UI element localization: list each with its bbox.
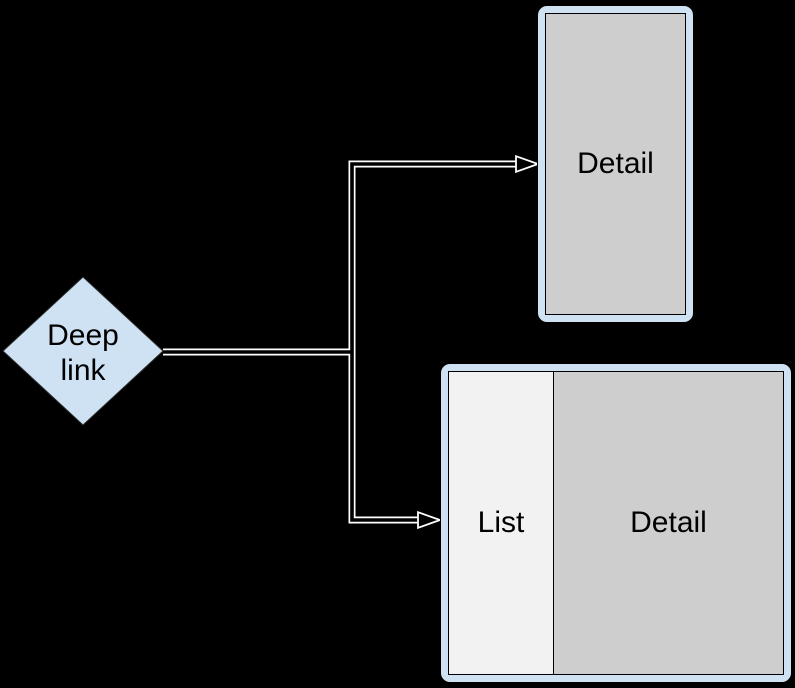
edge-to-list-detail-core xyxy=(350,352,418,522)
list-panel-label: List xyxy=(477,506,525,539)
edge-to-detail-core xyxy=(350,162,516,352)
detail-panel-label: Detail xyxy=(630,506,707,539)
detail-pane-label: Detail xyxy=(577,147,654,180)
detail-pane-body: Detail xyxy=(545,13,686,315)
detail-panel: Detail xyxy=(554,372,783,674)
arrowhead-to-list-detail-icon xyxy=(417,510,443,530)
deep-link-node-label: Deep link xyxy=(47,319,119,387)
edge-to-list-detail-outer xyxy=(348,352,418,524)
list-panel: List xyxy=(449,372,554,674)
edge-to-detail-outer xyxy=(348,160,516,352)
list-detail-pane-body: List Detail xyxy=(448,371,784,675)
detail-pane-node: Detail xyxy=(537,5,694,323)
list-detail-pane-node: List Detail xyxy=(440,363,792,683)
deep-link-diamond xyxy=(2,276,164,426)
arrowhead-to-detail-icon xyxy=(515,154,541,174)
